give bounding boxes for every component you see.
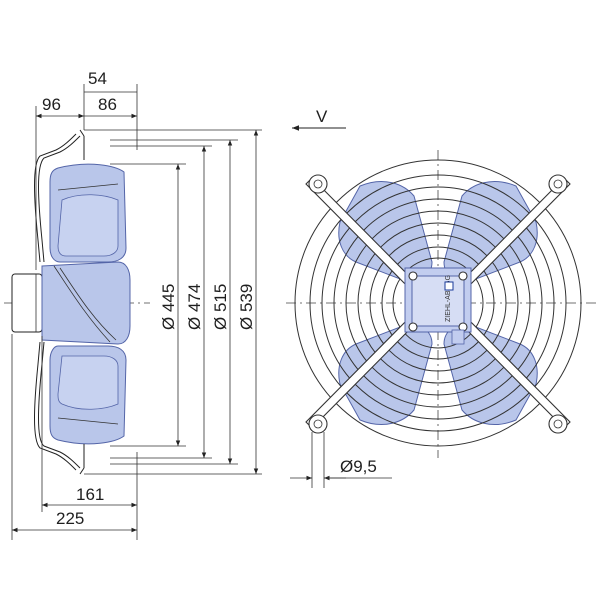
front-view: V	[286, 107, 598, 488]
motor-rotor	[11, 273, 43, 333]
brand-logo-icon	[444, 281, 454, 291]
dim-161-label: 161	[76, 485, 104, 504]
mounting-brackets	[305, 174, 571, 434]
dim-86-label: 86	[98, 95, 117, 114]
dim-d474-label: Ø 474	[185, 284, 204, 330]
front-blades	[338, 181, 538, 425]
dim-54-label: 54	[88, 69, 107, 88]
outer-ring	[294, 159, 582, 447]
dim-225-label: 225	[56, 509, 84, 528]
terminal-box: ZIEHL-ABEGG	[404, 267, 472, 345]
dim-d539-label: Ø 539	[237, 284, 256, 330]
fan-hub	[41, 261, 131, 345]
side-bracket-lower	[34, 341, 77, 471]
side-view: 54 96 86 Ø 445 Ø 474 Ø 515 Ø 539 161	[4, 69, 262, 540]
brand-label: ZIEHL-ABEGG	[445, 275, 452, 322]
view-direction-label: V	[316, 107, 328, 126]
dim-d445-label: Ø 445	[159, 284, 178, 330]
grille-rings	[309, 174, 567, 432]
dim-d515-label: Ø 515	[211, 284, 230, 330]
hole-diameter-label: Ø9,5	[340, 457, 377, 476]
dim-96-label: 96	[42, 95, 61, 114]
